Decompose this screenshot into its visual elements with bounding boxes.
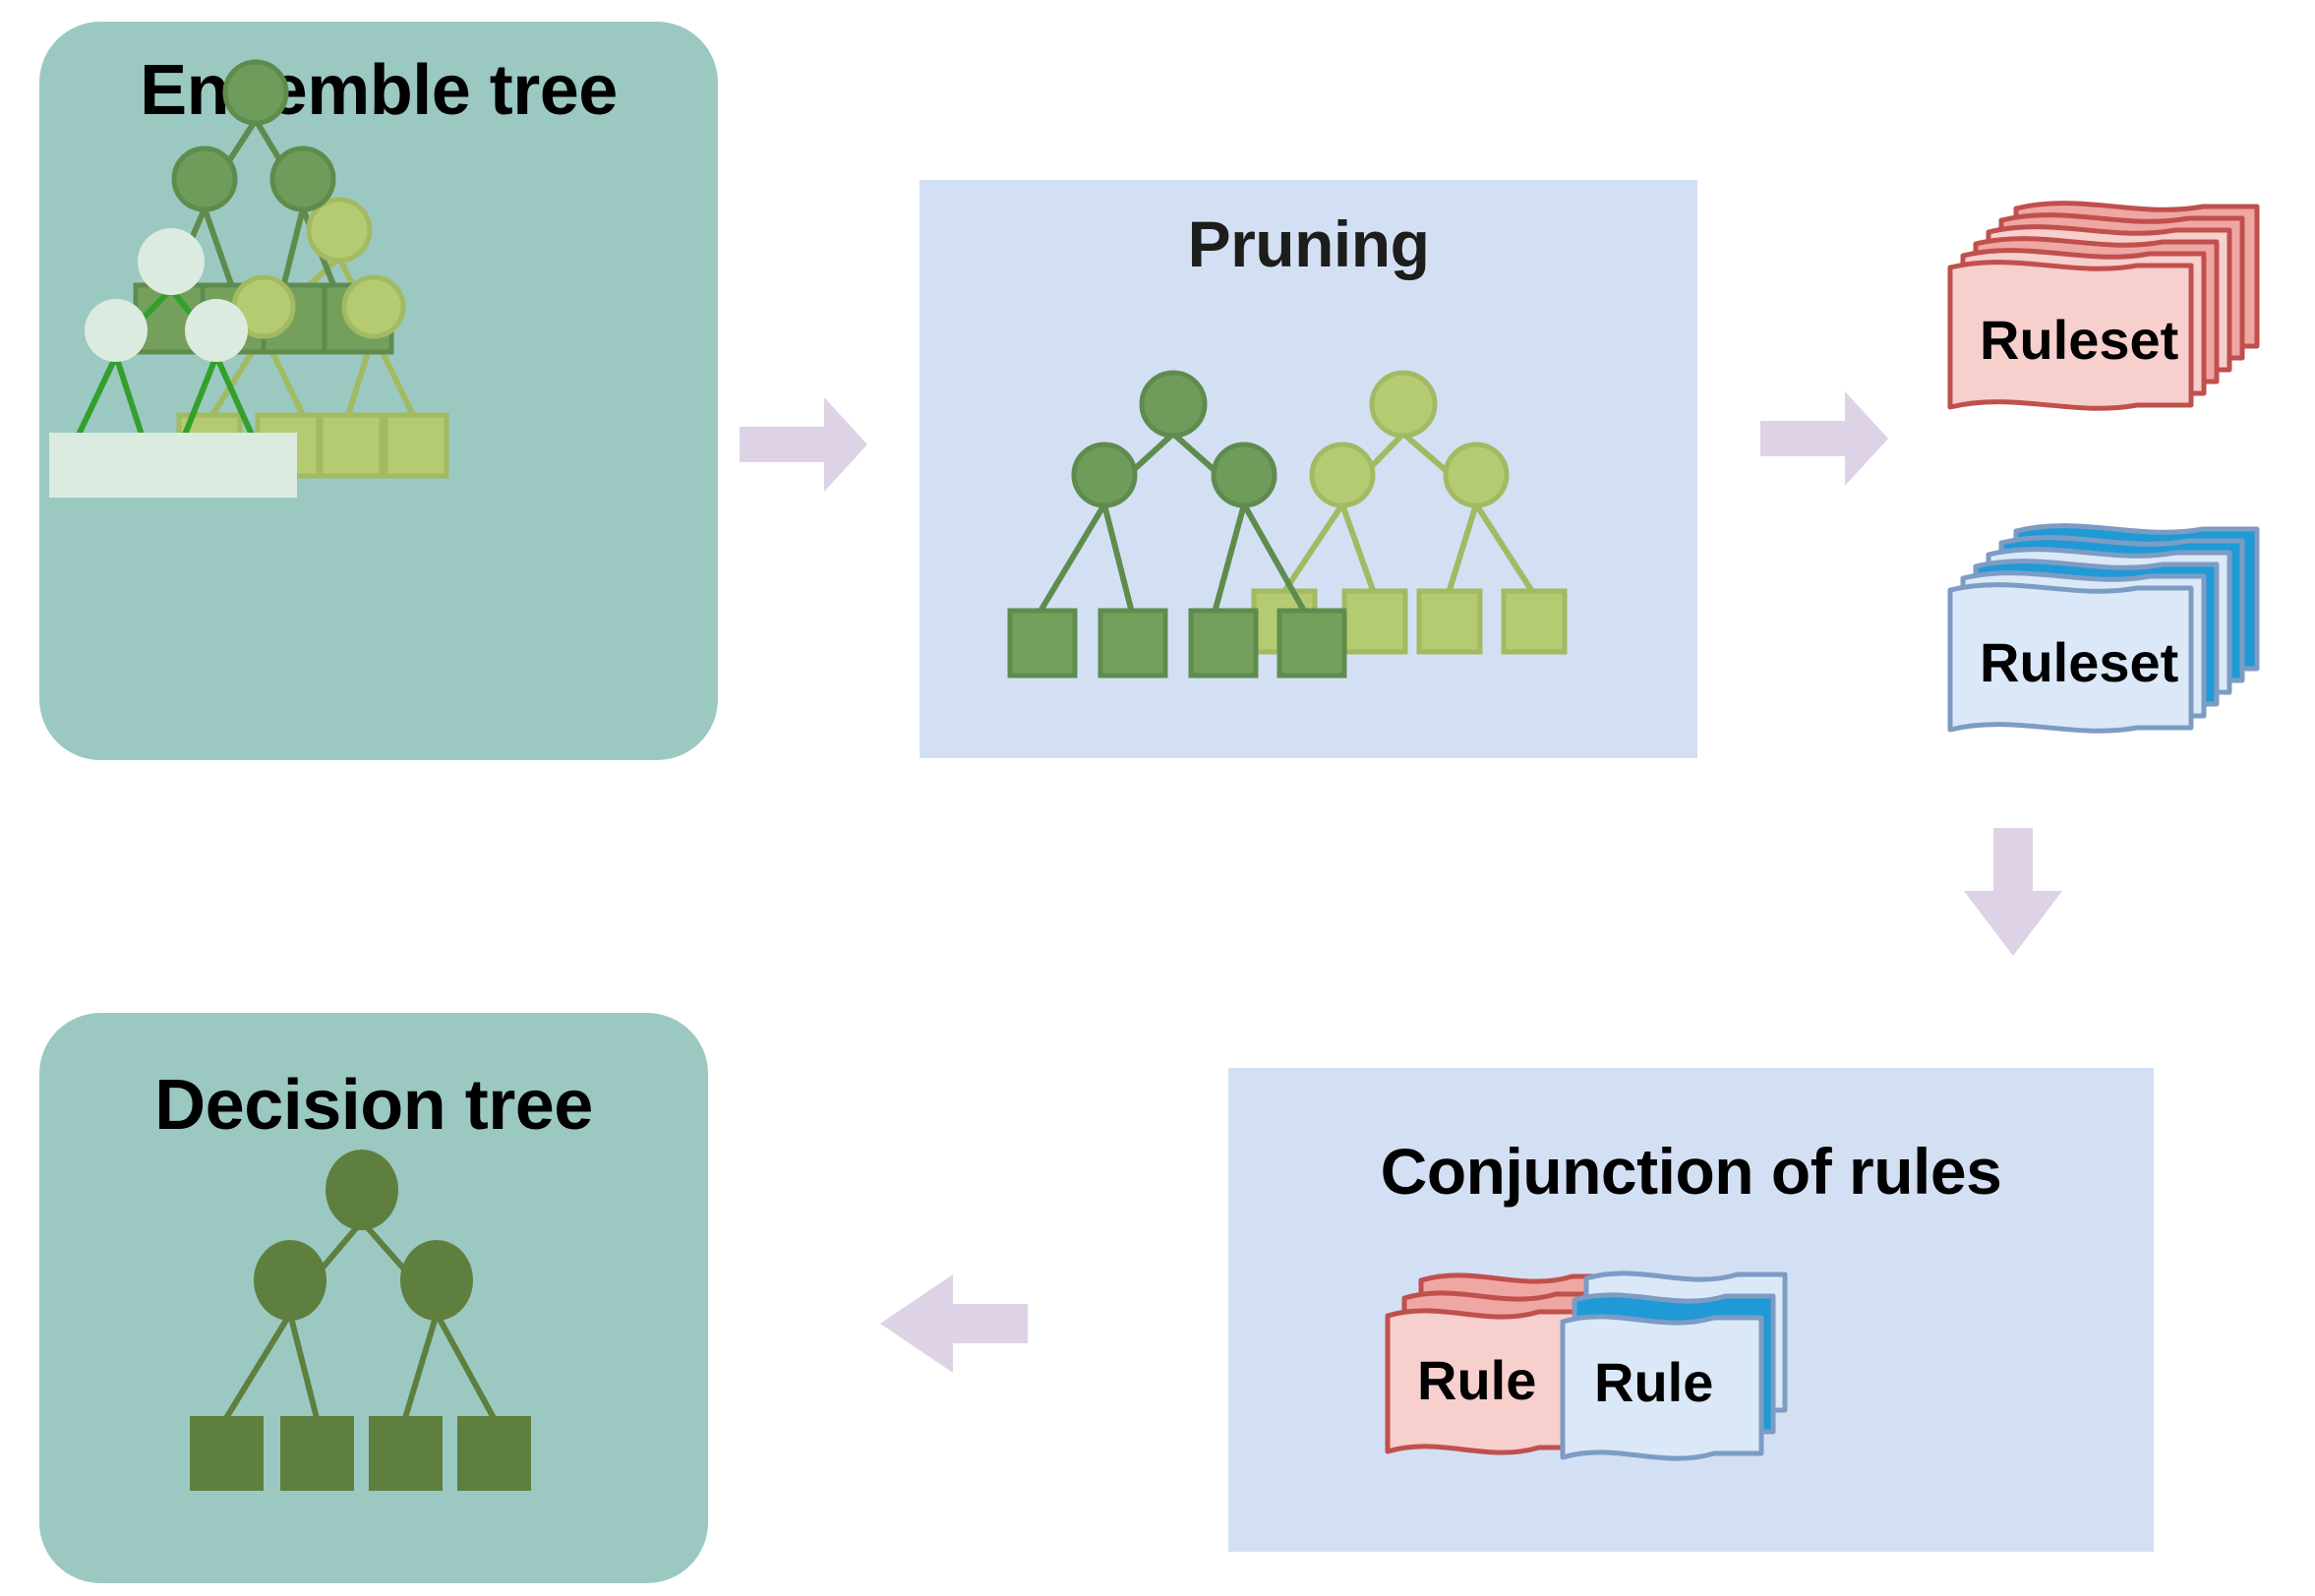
olive-subtree-nodes [231,197,406,339]
ensemble-tree-title: Ensemble tree [140,51,618,130]
ruleset-blue-label: Ruleset [1980,631,2179,693]
conjunction-title: Conjunction of rules [1380,1135,2002,1208]
rule-left-label: Rule [1417,1349,1537,1411]
ensemble-tree-panel: Ensemble tree [39,22,718,760]
pruned-dark-leaves [1007,608,1347,679]
arrow-ruleset-to-conjunction-icon [1964,828,2062,956]
pale-subtree-leaves [49,433,297,498]
conjunction-panel: Conjunction of rules Rule Rule [1228,1068,2154,1552]
arrow-ensemble-to-pruning-icon [740,397,867,492]
pruning-title: Pruning [1187,207,1430,280]
ensemble-tree-graphic [49,59,449,498]
pruned-dark-nodes [1071,370,1277,508]
rule-blue-shape [1560,1271,1788,1461]
decision-tree-panel: Decision tree [39,1013,708,1583]
decision-tree-title: Decision tree [154,1066,593,1145]
decision-tree-graphic [190,1150,531,1491]
ruleset-blue-stack[interactable]: Ruleset [1942,519,2315,765]
pale-subtree-nodes [85,228,248,362]
conjunction-graphic [1385,1271,1788,1461]
ruleset-red-stack[interactable]: Ruleset [1942,197,2315,443]
pruning-panel: Pruning [920,180,1697,758]
ruleset-red-graphic [1947,201,2260,411]
arrow-conjunction-to-decision-icon [880,1274,1028,1373]
ruleset-red-label: Ruleset [1980,309,2179,371]
decision-tree-edges [223,1219,497,1420]
arrow-pruning-to-ruleset-icon [1760,391,1888,486]
decision-tree-leaves [190,1416,531,1491]
dark-subtree-nodes [171,59,336,212]
ruleset-blue-graphic [1947,523,2260,734]
decision-tree-nodes [254,1150,473,1321]
rule-right-label: Rule [1594,1351,1714,1413]
pruning-graphic [1007,370,1568,679]
pruned-olive-nodes [1309,370,1510,508]
